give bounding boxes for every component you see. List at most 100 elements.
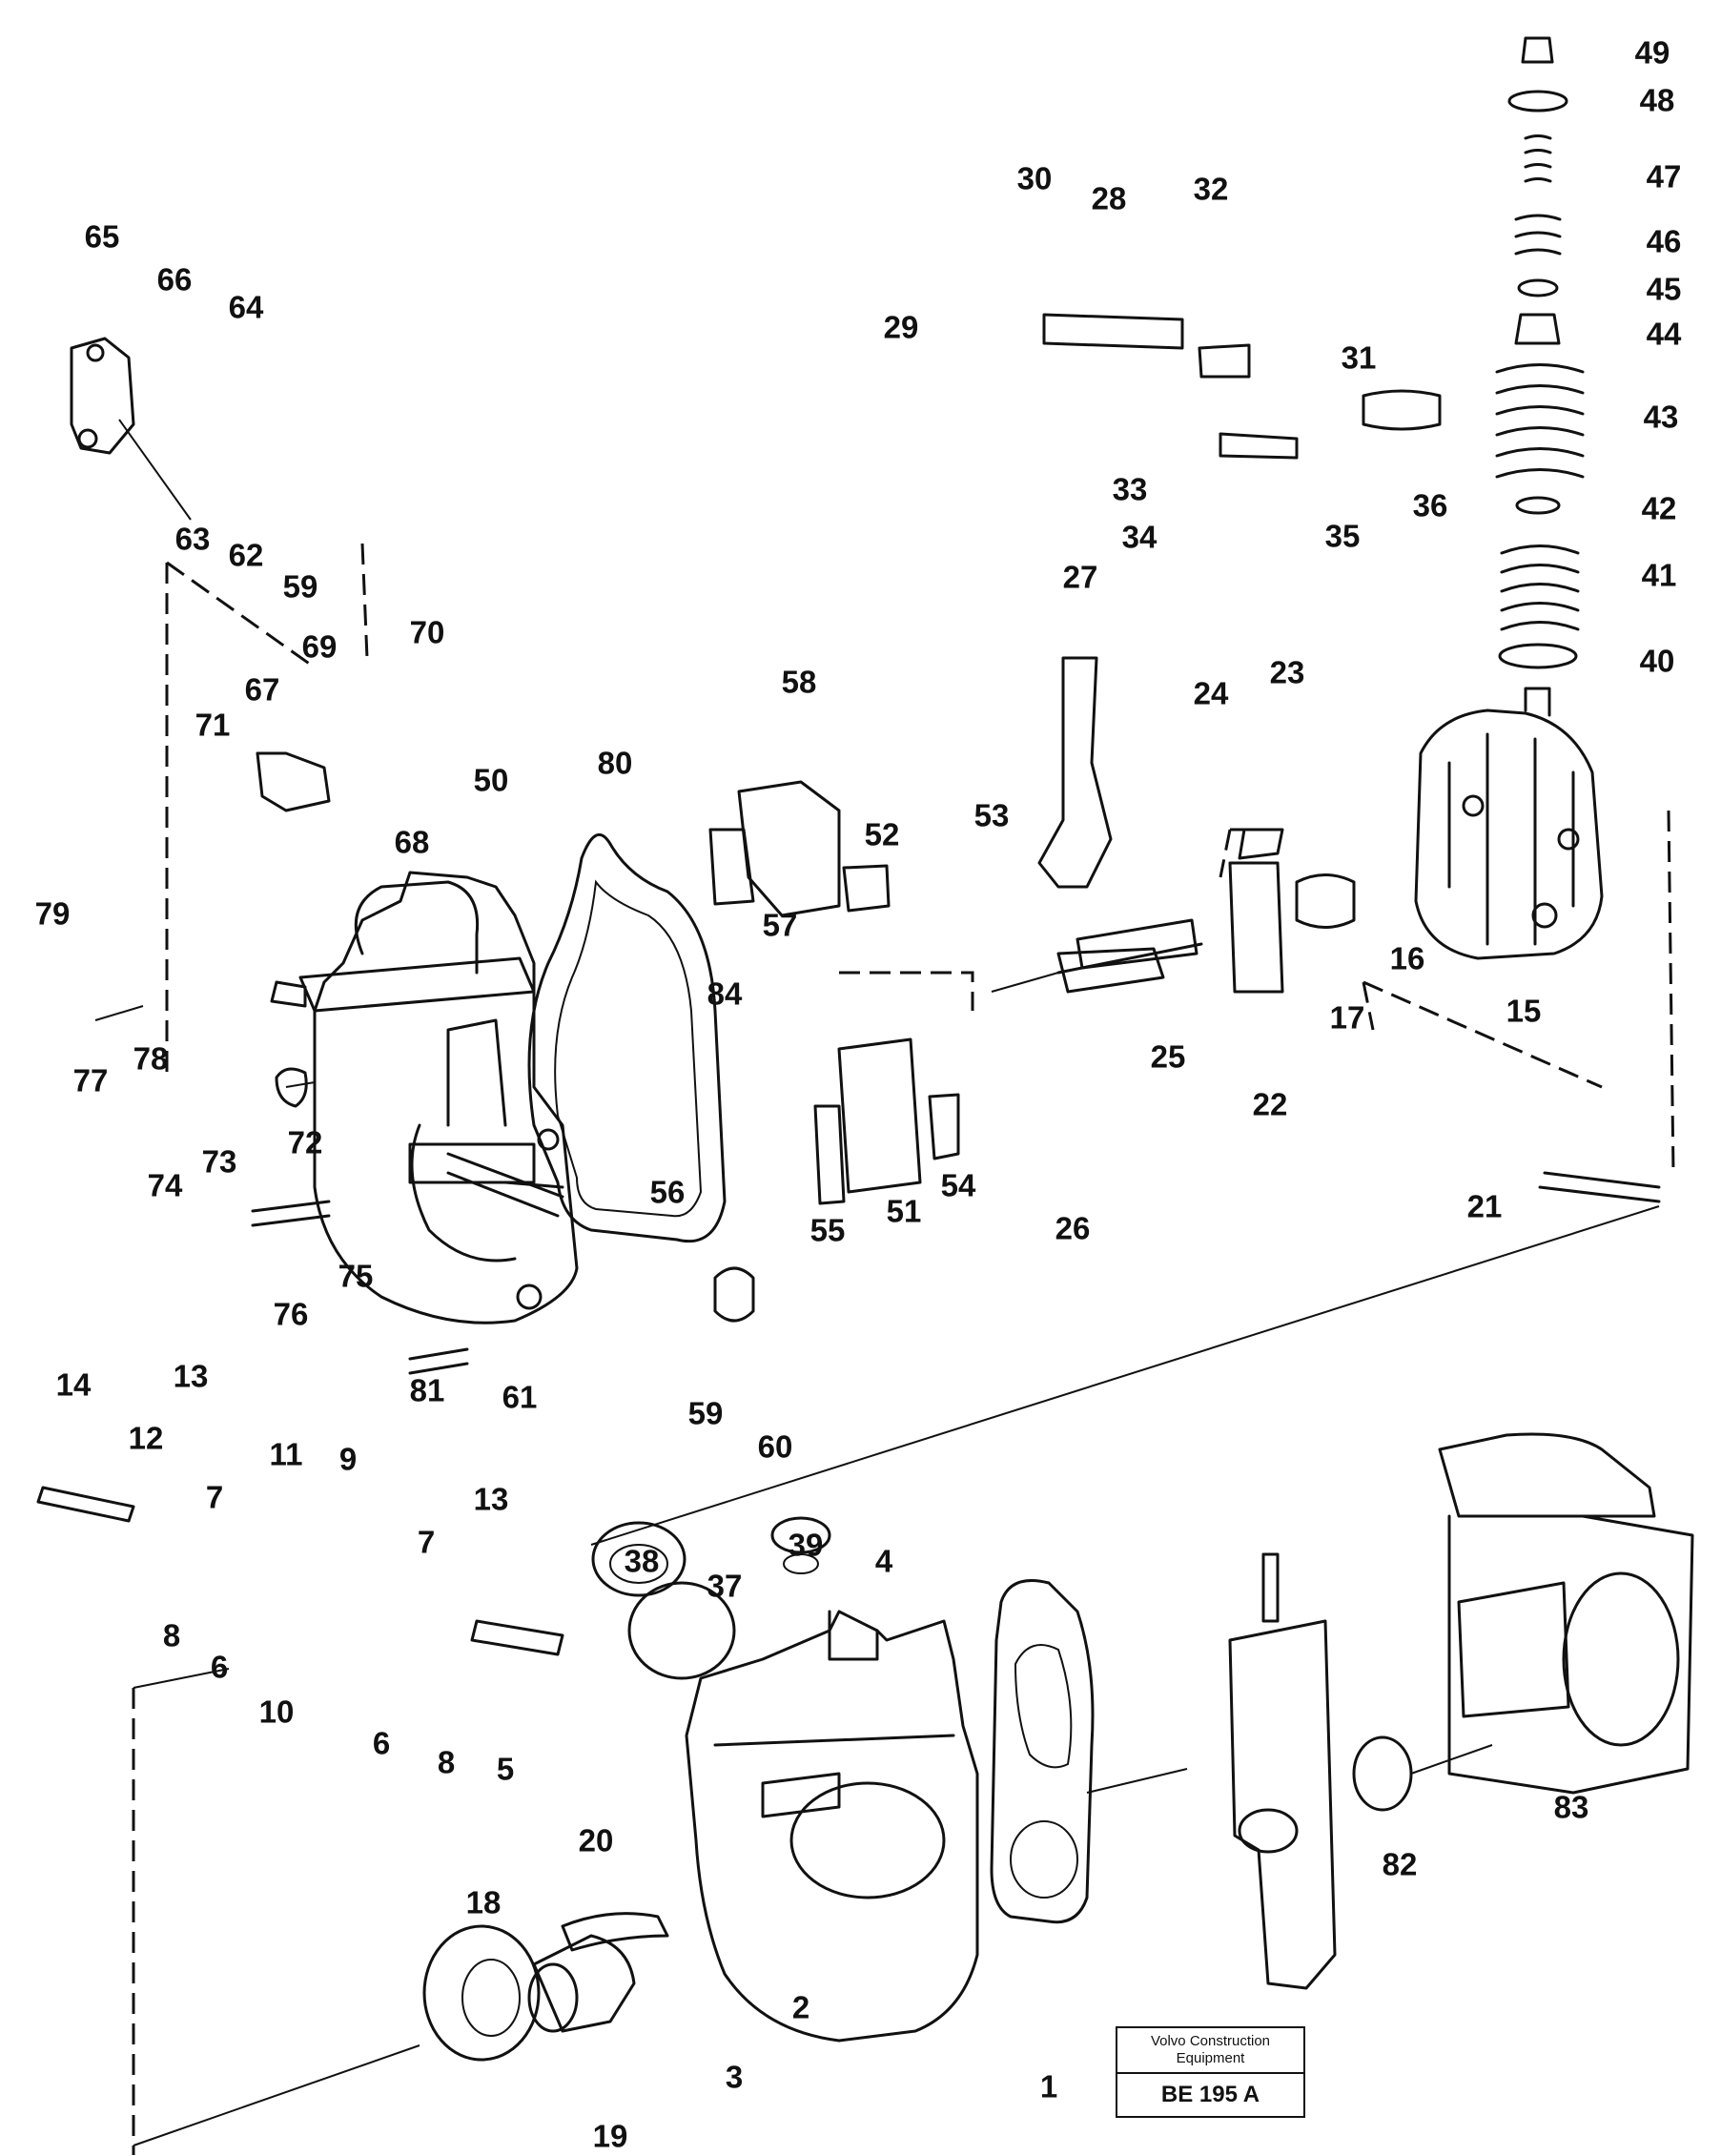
drawing-code: BE 195 A — [1160, 2082, 1260, 2107]
part-label: 48 — [1639, 82, 1675, 118]
part-label: 19 — [592, 2118, 628, 2154]
company-name: Volvo Construction Equipment — [1117, 2028, 1303, 2074]
part-label: 10 — [258, 1694, 295, 1730]
bracket-58 — [708, 780, 891, 917]
part-label: 45 — [1646, 271, 1682, 307]
part-label: 18 — [465, 1884, 502, 1920]
part-label: 38 — [624, 1543, 660, 1579]
part-label: 5 — [496, 1751, 515, 1787]
part-label: 67 — [244, 671, 280, 708]
part-label: 7 — [417, 1524, 436, 1560]
part-20 — [561, 1912, 669, 1952]
collar-18 — [422, 1924, 541, 2062]
lever-65 — [70, 337, 135, 455]
part-label: 51 — [886, 1193, 922, 1229]
part-label: 8 — [162, 1617, 181, 1653]
alignment-lines — [94, 419, 1660, 2146]
part-label: 1 — [1039, 2068, 1058, 2105]
cover-gasket — [527, 832, 727, 1243]
part-label: 31 — [1341, 339, 1377, 376]
part-label: 13 — [173, 1358, 209, 1394]
part-label: 69 — [301, 628, 338, 665]
governor-levers — [1037, 313, 1442, 994]
part-label: 52 — [864, 816, 900, 852]
part-label: 6 — [210, 1649, 229, 1685]
title-block: Volvo Construction Equipment BE 195 A — [1116, 2026, 1305, 2118]
part-label: 2 — [791, 1989, 810, 2025]
part-label: 76 — [273, 1296, 309, 1332]
part-label: 59 — [687, 1395, 724, 1431]
support-plates — [813, 1037, 960, 1205]
part-label: 11 — [269, 1436, 303, 1472]
part-38 — [591, 1521, 686, 1597]
bracket-67 — [256, 751, 331, 812]
part-label: 71 — [195, 707, 231, 743]
part-label: 9 — [338, 1441, 358, 1477]
housing-gasket — [990, 1579, 1095, 1924]
part-label: 43 — [1643, 399, 1679, 435]
part-label: 73 — [201, 1143, 237, 1180]
part-label: 7 — [205, 1479, 224, 1515]
part-label: 27 — [1062, 559, 1098, 595]
part-label: 53 — [973, 797, 1010, 833]
part-label: 33 — [1112, 471, 1148, 507]
plug-39 — [770, 1516, 831, 1574]
part-label: 34 — [1121, 519, 1158, 555]
part-label: 70 — [409, 614, 445, 650]
flyweight-assembly — [1414, 687, 1604, 960]
part-label: 75 — [338, 1258, 374, 1294]
governor-spring-stack — [1495, 36, 1585, 669]
part-label: 80 — [597, 745, 633, 781]
part-label: 26 — [1055, 1210, 1091, 1246]
part-label: 65 — [84, 218, 120, 255]
ring-37 — [627, 1581, 736, 1680]
part-label: 41 — [1641, 557, 1677, 593]
part-label: 56 — [649, 1174, 686, 1210]
seal-82 — [1352, 1735, 1413, 1812]
part-label: 8 — [437, 1744, 456, 1780]
part-label: 21 — [1466, 1188, 1503, 1224]
part-label: 57 — [762, 907, 798, 943]
part-label: 82 — [1382, 1846, 1418, 1882]
part-label: 47 — [1646, 158, 1682, 195]
part-label: 50 — [473, 762, 509, 798]
part-label: 79 — [34, 895, 71, 932]
part-label: 81 — [409, 1372, 445, 1408]
part-label: 30 — [1016, 160, 1053, 196]
part-19 — [527, 1934, 636, 2033]
part-label: 28 — [1091, 180, 1127, 216]
part-label: 77 — [72, 1062, 109, 1099]
part-label: 54 — [940, 1167, 976, 1203]
part-label: 44 — [1646, 316, 1682, 352]
part-label: 60 — [757, 1428, 793, 1465]
part-label: 72 — [287, 1124, 323, 1160]
part-label: 24 — [1193, 675, 1229, 711]
part-label: 16 — [1389, 940, 1425, 976]
part-label: 40 — [1639, 643, 1675, 679]
part-label: 29 — [883, 309, 919, 345]
part-label: 17 — [1329, 999, 1365, 1036]
part-label: 20 — [578, 1822, 614, 1858]
part-label: 46 — [1646, 223, 1682, 259]
part-label: 68 — [394, 824, 430, 860]
part-label: 74 — [147, 1167, 183, 1203]
pump-housing — [685, 1610, 979, 2043]
shafts-and-pins — [36, 918, 1661, 1656]
part-label: 78 — [133, 1040, 169, 1077]
part-label: 23 — [1269, 654, 1305, 690]
part-label: 61 — [502, 1379, 538, 1415]
part-label: 6 — [372, 1725, 391, 1761]
part-label: 22 — [1252, 1086, 1288, 1122]
company-line-2: Equipment — [1176, 2050, 1245, 2066]
part-label: 13 — [473, 1481, 509, 1517]
part-label: 62 — [228, 537, 264, 573]
group-boundary-lines — [132, 543, 1675, 2155]
part-label: 66 — [156, 261, 193, 298]
part-label: 4 — [874, 1543, 893, 1579]
part-label: 64 — [228, 289, 264, 325]
part-label: 15 — [1506, 993, 1542, 1029]
part-label: 25 — [1150, 1038, 1186, 1075]
part-label: 39 — [788, 1527, 824, 1563]
part-label: 84 — [707, 975, 743, 1012]
